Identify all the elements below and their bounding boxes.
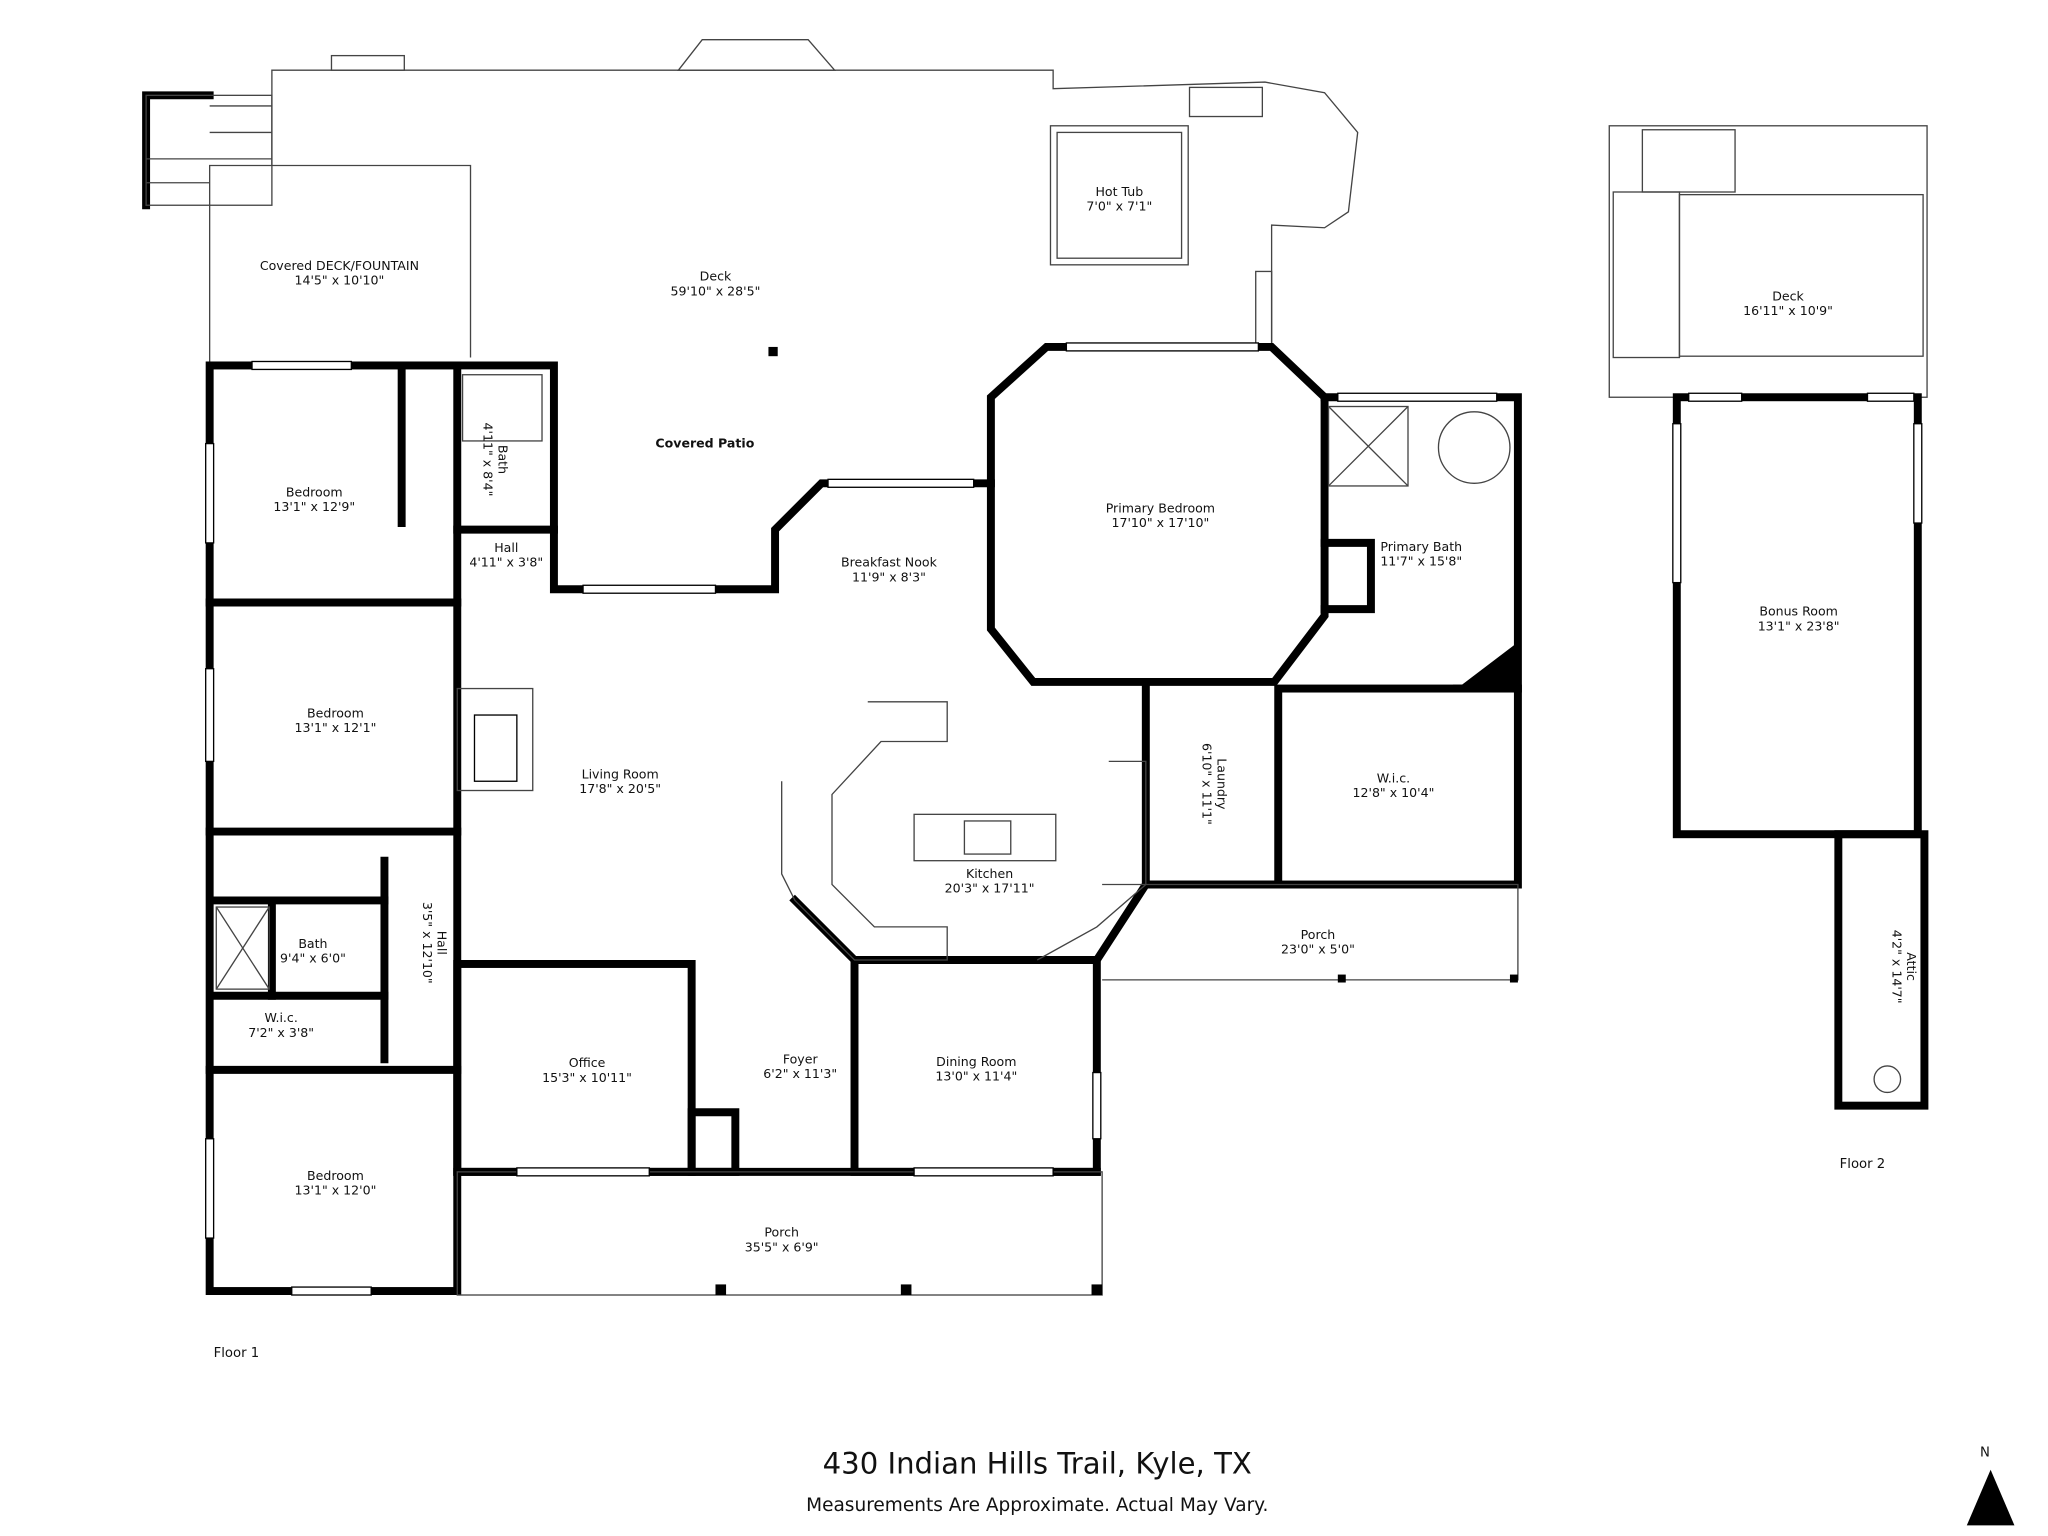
stairs-floor1 (142, 91, 273, 210)
room-dims: 7'2" x 3'8" (248, 1025, 314, 1040)
deck-outline (208, 39, 1359, 366)
room-name: Bedroom (307, 706, 364, 721)
room-name: Hall (494, 540, 518, 555)
room-name: Hall (434, 931, 449, 955)
room-dims: 11'7" x 15'8" (1380, 553, 1462, 568)
room-name: Deck (700, 269, 732, 284)
room-dims: 35'5" x 6'9" (745, 1239, 819, 1254)
room-name: Primary Bath (1380, 539, 1462, 554)
windows (205, 342, 1498, 1296)
room-dims: 13'0" x 11'4" (935, 1068, 1017, 1083)
room-dims: 9'4" x 6'0" (280, 951, 346, 966)
room-name: Dining Room (936, 1054, 1016, 1069)
floor1-walls (205, 342, 1522, 1296)
room-name: Foyer (783, 1051, 819, 1066)
room-dims: 13'1" x 23'8" (1758, 618, 1840, 633)
floor2-labels: Deck 16'11" x 10'9" Bonus Room 13'1" x 2… (1743, 289, 1919, 1172)
room-name: Breakfast Nook (841, 555, 938, 570)
room-dims: 4'2" x 14'7" (1890, 930, 1905, 1004)
room-dims: 3'5" x 12'10" (420, 902, 435, 984)
fixtures (215, 374, 1511, 990)
room-name: Attic (1904, 952, 1919, 981)
room-name: Covered DECK/FOUNTAIN (260, 258, 419, 273)
porches (456, 346, 1519, 1296)
room-dims: 7'0" x 7'1" (1086, 199, 1152, 214)
floor1-labels: Covered DECK/FOUNTAIN 14'5" x 10'10" Dec… (214, 184, 1463, 1361)
room-dims: 13'1" x 12'9" (273, 499, 355, 514)
room-name: W.i.c. (264, 1010, 297, 1025)
compass-label: N (1980, 1446, 1990, 1461)
room-dims: 13'1" x 12'0" (295, 1182, 377, 1197)
room-dims: 13'1" x 12'1" (295, 720, 377, 735)
room-dims: 59'10" x 28'5" (671, 283, 761, 298)
disclaimer: Measurements Are Approximate. Actual May… (806, 1495, 1268, 1516)
room-name: Hot Tub (1095, 184, 1143, 199)
room-dims: 17'10" x 17'10" (1111, 515, 1209, 530)
room-name: Living Room (582, 767, 659, 782)
room-name: Bonus Room (1759, 604, 1838, 619)
room-dims: 17'8" x 20'5" (579, 781, 661, 796)
room-name: Bath (495, 445, 510, 474)
room-dims: 4'11" x 8'4" (481, 423, 496, 497)
room-name: Covered Patio (655, 436, 754, 451)
room-dims: 12'8" x 10'4" (1353, 785, 1435, 800)
room-dims: 23'0" x 5'0" (1281, 941, 1355, 956)
room-name: W.i.c. (1377, 771, 1410, 786)
room-name: Primary Bedroom (1106, 500, 1215, 515)
room-name: Deck (1772, 289, 1804, 304)
room-name: Laundry (1214, 758, 1229, 810)
hot-tub (1049, 125, 1189, 266)
room-dims: 14'5" x 10'10" (294, 273, 384, 288)
north-arrow-icon: N (1966, 1446, 2015, 1526)
room-dims: 20'3" x 17'11" (945, 880, 1035, 895)
floor-label: Floor 1 (214, 1346, 260, 1361)
room-name: Bedroom (307, 1168, 364, 1183)
room-name: Bedroom (286, 485, 343, 500)
room-dims: 16'11" x 10'9" (1743, 303, 1833, 318)
room-dims: 15'3" x 10'11" (542, 1070, 632, 1085)
room-dims: 6'2" x 11'3" (763, 1066, 837, 1081)
room-name: Porch (1301, 927, 1336, 942)
room-name: Bath (298, 936, 327, 951)
floor2-walls (1608, 125, 1929, 1110)
room-dims: 4'11" x 3'8" (469, 555, 543, 570)
floor-label: Floor 2 (1840, 1157, 1886, 1172)
address-title: 430 Indian Hills Trail, Kyle, TX (823, 1447, 1252, 1481)
room-name: Office (569, 1055, 606, 1070)
room-name: Porch (764, 1225, 799, 1240)
room-name: Kitchen (966, 866, 1013, 881)
room-dims: 6'10" x 11'1" (1200, 743, 1215, 825)
room-dims: 11'9" x 8'3" (852, 569, 926, 584)
